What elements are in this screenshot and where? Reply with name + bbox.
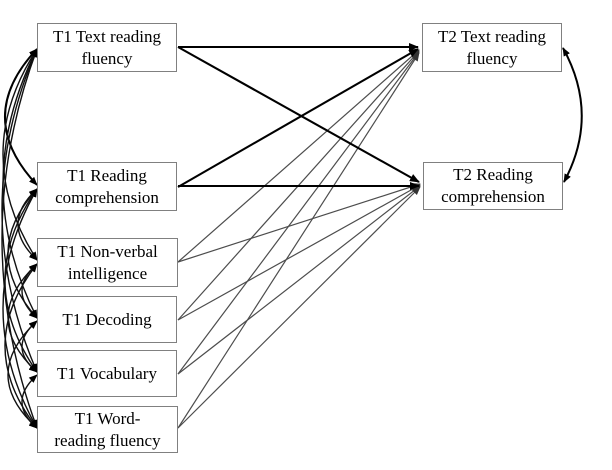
cov-trf-nvi xyxy=(2,48,38,261)
node-t1-text-reading-fluency: T1 Text reading fluency xyxy=(37,23,177,72)
cov-nvi-wrf xyxy=(4,263,38,429)
path-voc-to-t2trf xyxy=(177,51,420,375)
node-label: T1 Text reading fluency xyxy=(52,26,162,68)
node-label: T2 Reading comprehension xyxy=(441,165,545,206)
node-t1-reading-comprehension: T1 Reading comprehension xyxy=(37,162,177,211)
path-wrf-to-t2trf xyxy=(177,52,420,429)
node-label: T1 Non-verbal intelligence xyxy=(57,241,158,283)
node-label: T1 Decoding xyxy=(62,309,152,329)
cov-voc-wrf xyxy=(21,374,38,429)
node-t1-vocabulary: T1 Vocabulary xyxy=(37,350,177,397)
node-t1-decoding: T1 Decoding xyxy=(37,296,177,343)
cov-trf-wrf xyxy=(1,48,38,429)
node-label: T1 Vocabulary xyxy=(57,363,157,383)
node-t2-reading-comprehension: T2 Reading comprehension xyxy=(423,162,563,210)
node-t2-text-reading-fluency: T2 Text reading fluency xyxy=(422,23,562,72)
path-voc-to-t2rc xyxy=(177,185,421,375)
cov-trf-rc xyxy=(4,48,38,186)
path-nvi-to-t2trf xyxy=(177,49,420,263)
path-dec-to-t2rc xyxy=(177,184,421,321)
path-nvi-to-t2rc xyxy=(177,183,421,263)
cov-t2trf-t2rc xyxy=(562,47,583,183)
node-label: T1 Word- reading fluency xyxy=(54,408,161,450)
node-t1-nonverbal-intelligence: T1 Non-verbal intelligence xyxy=(37,238,178,287)
path-wrf-to-t2rc xyxy=(177,186,421,429)
bold-paths xyxy=(177,43,420,190)
path-trf-to-t2rc xyxy=(177,46,420,183)
path-rc-to-t2trf xyxy=(177,48,419,188)
thin-paths xyxy=(177,49,421,429)
node-label: T2 Text reading fluency xyxy=(437,26,547,68)
node-t1-word-reading-fluency: T1 Word- reading fluency xyxy=(37,406,178,453)
t1-covariance-arcs xyxy=(1,48,38,429)
node-label: T1 Reading comprehension xyxy=(55,165,159,207)
